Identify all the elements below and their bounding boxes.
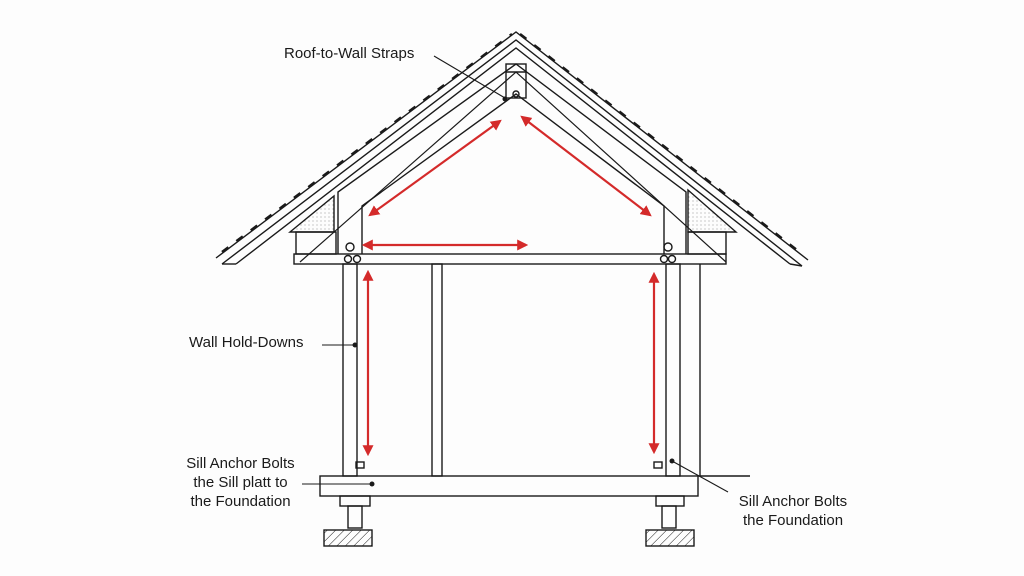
label-line: Sill Anchor Bolts	[186, 455, 295, 472]
footing-right	[645, 495, 695, 547]
label-line: the Sill platt to	[193, 474, 288, 491]
ceiling-joist	[293, 253, 727, 265]
label-roof-straps: Roof-to-Wall Straps	[284, 45, 415, 62]
label-sill-anchor-right: Sill Anchor Bolts the Foundation	[728, 492, 858, 530]
label-line: Sill Anchor Bolts	[738, 493, 848, 510]
sill-plate	[319, 475, 699, 497]
arrow-right-rafter	[520, 115, 652, 217]
load-path-arrows	[361, 115, 660, 457]
shingles	[221, 33, 803, 255]
label-wall-hold-downs: Wall Hold-Downs	[189, 334, 304, 351]
footing-left	[323, 495, 373, 547]
arrow-left-rafter	[368, 119, 502, 217]
leader-lines	[302, 55, 729, 493]
label-sill-anchor-left: Sill Anchor Bolts the Sill platt to the …	[168, 454, 313, 511]
insulation-left	[288, 194, 335, 233]
insulation-right	[687, 188, 738, 233]
truss-frame	[337, 63, 687, 254]
walls	[342, 263, 701, 477]
truss-connectors	[343, 90, 677, 469]
label-line: the Foundation	[190, 493, 291, 510]
label-line: the Foundation	[742, 512, 844, 529]
